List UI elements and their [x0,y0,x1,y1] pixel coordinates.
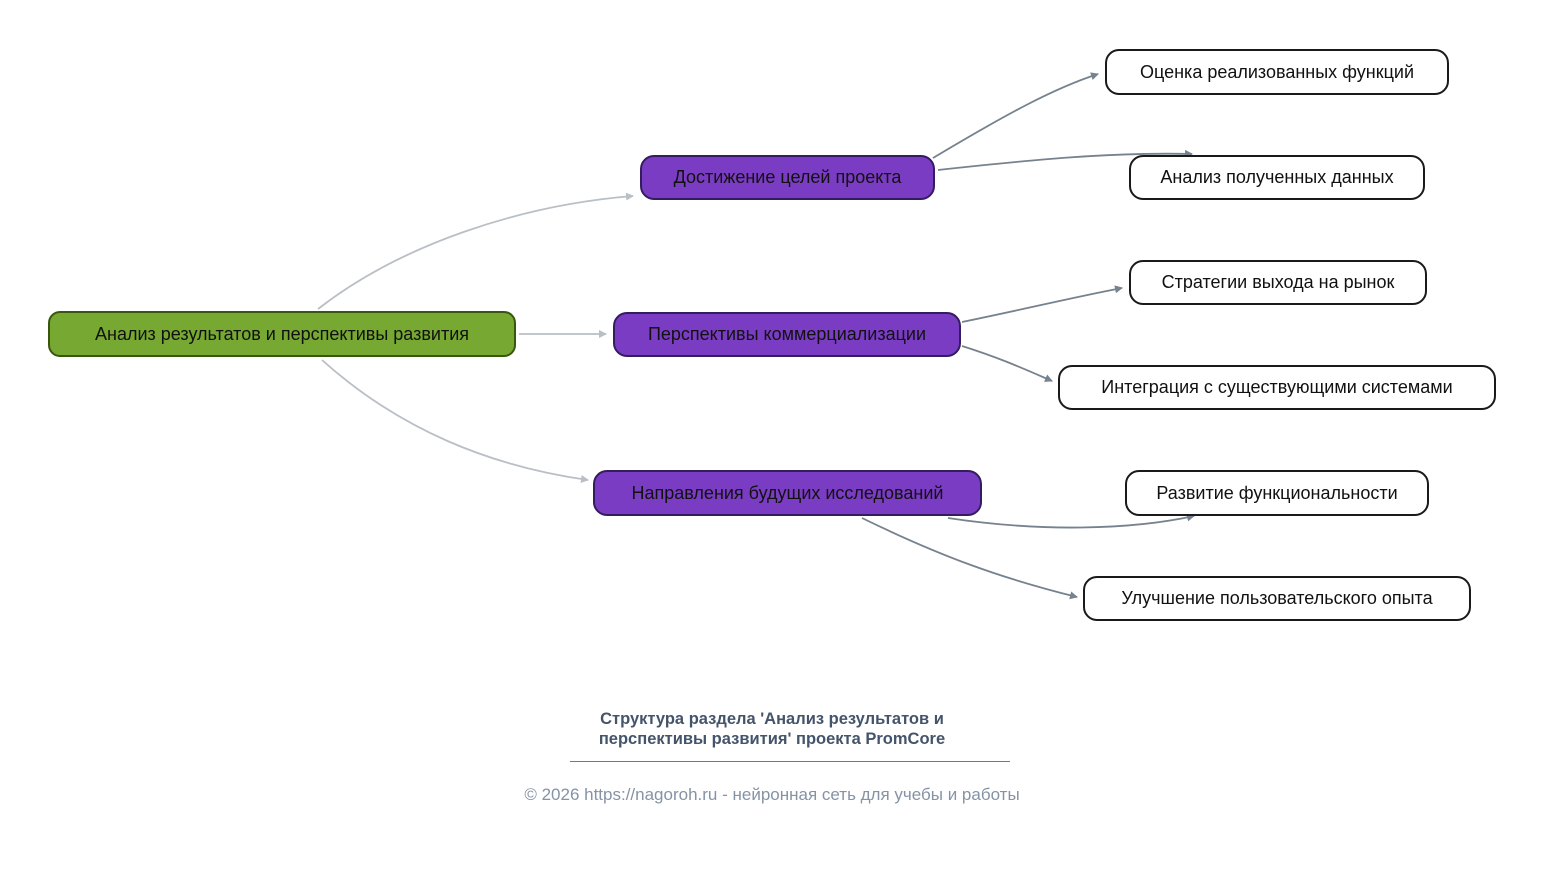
caption-title: Структура раздела 'Анализ результатов и … [0,708,1544,750]
edge-commercialization-to-market-strategies [961,285,1123,323]
node-future-research: Направления будущих исследований [593,470,982,516]
node-data-analysis: Анализ полученных данных [1129,155,1425,200]
edge-future-research-to-ux [861,517,1078,600]
caption-title-line2: перспективы развития' проекта PromCore [598,730,946,749]
node-functionality-development: Развитие функциональности [1125,470,1429,516]
edge-root-to-goals [317,192,634,310]
caption-title-line1: Структура раздела 'Анализ результатов и [600,710,944,728]
node-market-strategies: Стратегии выхода на рынок [1129,260,1427,305]
edge-goals-to-function-evaluation [932,72,1099,159]
node-function-evaluation: Оценка реализованных функций [1105,49,1449,95]
node-ux-improvement: Улучшение пользовательского опыта [1083,576,1471,621]
node-results-analysis-root: Анализ результатов и перспективы развити… [48,311,516,357]
node-goals-achievement: Достижение целей проекта [640,155,935,200]
node-systems-integration: Интеграция с существующими системами [1058,365,1496,410]
caption-divider [570,761,1010,762]
caption-footer: © 2026 https://nagoroh.ru - нейронная се… [524,785,1020,804]
edge-commercialization-to-systems-integration [961,345,1053,382]
edge-root-to-future-research [321,359,589,483]
node-commercialization: Перспективы коммерциализации [613,312,961,357]
edge-future-research-to-functionality [947,513,1195,529]
